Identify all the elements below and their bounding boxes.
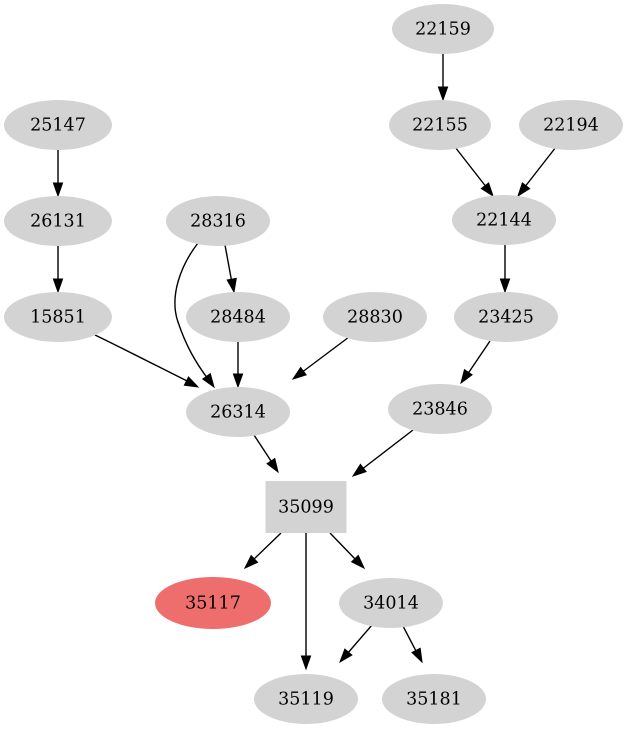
arrow-head-icon [300, 655, 312, 671]
arrow-head-icon [411, 647, 423, 664]
edge-34014-to-35119 [339, 624, 373, 664]
node-ellipse-shape[interactable] [186, 292, 290, 342]
node-ellipse-shape[interactable] [392, 4, 494, 54]
graph-node-28484[interactable]: 28484 [186, 292, 290, 342]
arrow-head-icon [201, 372, 215, 389]
edge-26314-to-35099 [253, 434, 279, 474]
edge-22144-to-23425 [499, 245, 511, 294]
graph-node-35119[interactable]: 35119 [254, 674, 358, 724]
edge-line [360, 429, 414, 471]
node-ellipse-shape[interactable] [323, 292, 427, 342]
edge-line [300, 336, 350, 374]
graph-node-15851[interactable]: 15851 [4, 292, 112, 342]
edge-15851-to-26314 [94, 334, 200, 388]
node-ellipse-shape[interactable] [254, 674, 358, 724]
edge-34014-to-35181 [402, 625, 423, 664]
edge-line [94, 334, 190, 383]
arrow-head-icon [266, 457, 279, 474]
arrow-head-icon [480, 182, 494, 198]
arrow-head-icon [499, 278, 511, 294]
node-ellipse-shape[interactable] [4, 100, 112, 150]
edge-35099-to-35119 [300, 533, 312, 671]
graph-node-28316[interactable]: 28316 [166, 196, 270, 246]
arrow-head-icon [52, 182, 64, 198]
arrow-head-icon [460, 368, 473, 385]
node-ellipse-shape[interactable] [389, 100, 491, 150]
graph-node-22194[interactable]: 22194 [519, 100, 623, 150]
graph-node-35099[interactable]: 35099 [265, 481, 347, 533]
graph-node-22155[interactable]: 22155 [389, 100, 491, 150]
node-ellipse-shape[interactable] [4, 292, 112, 342]
edge-line [329, 532, 358, 562]
graph-node-23425[interactable]: 23425 [454, 292, 558, 342]
node-ellipse-shape[interactable] [519, 100, 623, 150]
node-ellipse-shape[interactable] [166, 196, 270, 246]
node-ellipse-shape[interactable] [382, 674, 486, 724]
graph-node-25147[interactable]: 25147 [4, 100, 112, 150]
node-ellipse-shape[interactable] [388, 384, 492, 434]
edge-line [251, 532, 282, 562]
edge-line [454, 146, 488, 189]
graph-node-22159[interactable]: 22159 [392, 4, 494, 54]
arrow-head-icon [52, 278, 64, 294]
edge-22159-to-22155 [437, 54, 449, 102]
arrow-head-icon [437, 86, 449, 102]
edge-line [402, 625, 418, 654]
edge-22194-to-22144 [517, 146, 557, 198]
edge-line [174, 242, 209, 380]
arrow-head-icon [517, 182, 531, 198]
edge-23846-to-35099 [351, 429, 414, 477]
edge-26131-to-15851 [52, 246, 64, 294]
edge-28830-to-26314 [291, 336, 350, 380]
graph-node-28830[interactable]: 28830 [323, 292, 427, 342]
edge-25147-to-26131 [52, 150, 64, 198]
edge-28484-to-26314 [232, 342, 244, 389]
graph-node-22144[interactable]: 22144 [452, 195, 556, 245]
edge-28316-to-26314 [174, 242, 215, 389]
edge-28316-to-28484 [224, 244, 237, 294]
graph-node-26314[interactable]: 26314 [186, 387, 290, 437]
arrow-head-icon [183, 376, 200, 388]
node-ellipse-shape[interactable] [452, 195, 556, 245]
node-ellipse-shape[interactable] [4, 196, 112, 246]
graph-node-34014[interactable]: 34014 [339, 578, 443, 628]
edge-35099-to-34014 [329, 532, 366, 570]
graph-node-35117[interactable]: 35117 [155, 577, 271, 629]
arrow-head-icon [350, 554, 366, 570]
graph-node-35181[interactable]: 35181 [382, 674, 486, 724]
edge-23425-to-23846 [460, 340, 491, 385]
edge-line [523, 146, 557, 189]
node-ellipse-shape[interactable] [454, 292, 558, 342]
graph-node-23846[interactable]: 23846 [388, 384, 492, 434]
edges-layer [52, 54, 557, 671]
arrow-head-icon [232, 373, 244, 389]
edge-line [466, 340, 491, 376]
edge-22155-to-22144 [454, 146, 494, 198]
arrow-head-icon [226, 277, 237, 294]
edge-line [346, 624, 373, 655]
graph-node-26131[interactable]: 26131 [4, 196, 112, 246]
node-ellipse-shape[interactable] [339, 578, 443, 628]
arrow-head-icon [291, 366, 307, 380]
arrow-head-icon [243, 554, 259, 570]
edge-line [224, 244, 233, 284]
node-box-shape[interactable] [265, 481, 347, 533]
arrow-head-icon [339, 648, 353, 664]
arrow-head-icon [351, 463, 367, 477]
node-ellipse-shape[interactable] [155, 577, 271, 629]
node-ellipse-shape[interactable] [186, 387, 290, 437]
edge-line [253, 434, 274, 465]
edge-35099-to-35117 [243, 532, 282, 570]
